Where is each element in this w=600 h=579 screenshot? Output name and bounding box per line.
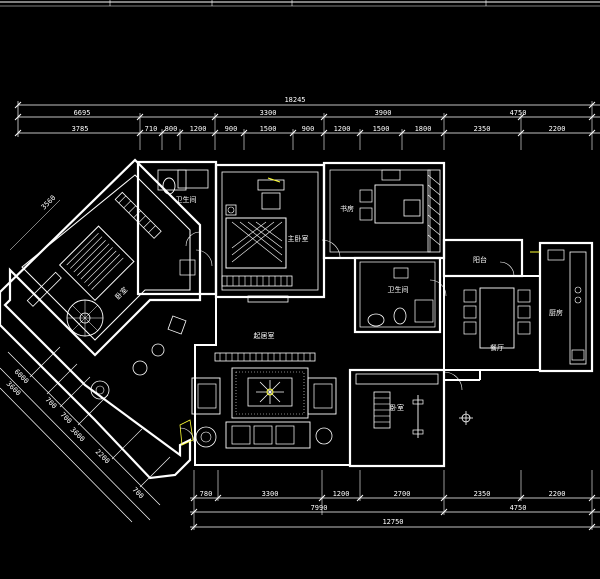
bottom-dim-l1-6: 2200	[549, 490, 566, 498]
top-dim-l2-3: 800	[165, 125, 178, 133]
room-dining: 餐厅	[443, 275, 541, 371]
bottom-dim-l1-4: 2700	[394, 490, 411, 498]
diag-dim-1: 6000	[13, 368, 31, 386]
title-strip	[0, 0, 600, 7]
label-dining: 餐厅	[490, 343, 504, 352]
room-bath-2: 卫生间	[353, 256, 442, 334]
top-dim-l1-2: 3300	[260, 109, 277, 117]
room-balcony: 阳台	[442, 238, 524, 278]
bottom-dim-l2-1: 7990	[311, 504, 328, 512]
top-dim-l2-10: 1800	[415, 125, 432, 133]
bottom-dim-l2-2: 4750	[510, 504, 527, 512]
top-dim-l2-1: 3785	[72, 125, 89, 133]
top-dim-l2-11: 2350	[474, 125, 491, 133]
label-bath-1: 卫生间	[176, 195, 197, 204]
top-dim-l2-12: 2200	[549, 125, 566, 133]
bottom-dim-l1-3: 1200	[333, 490, 350, 498]
label-bedroom-wing: 卧室	[113, 285, 129, 301]
label-study: 书房	[340, 204, 354, 213]
bottom-dim-l1-5: 2350	[474, 490, 491, 498]
rotated-bedroom-wing: 卧室	[0, 158, 202, 480]
room-study: 书房	[322, 161, 446, 260]
room-living: 起居室	[191, 297, 444, 466]
top-dim-l2-7: 900	[302, 125, 315, 133]
bottom-dim-l1-2: 3300	[262, 490, 279, 498]
diag-dim-2: 3600	[5, 380, 23, 398]
label-bath-2: 卫生间	[388, 285, 409, 294]
overall-bottom-dimension: 12750	[382, 518, 403, 526]
diag-dim-6: 2200	[94, 448, 112, 466]
label-kitchen: 厨房	[549, 308, 563, 317]
top-dim-l2-4: 1200	[190, 125, 207, 133]
top-dim-l1-1: 6695	[74, 109, 91, 117]
room-master-bedroom: 主卧室	[214, 163, 341, 303]
top-dim-l1-4: 4750	[510, 109, 527, 117]
label-living-room: 起居室	[254, 331, 275, 340]
top-dim-l2-2: 710	[145, 125, 158, 133]
label-master-bedroom: 主卧室	[288, 234, 309, 243]
room-kitchen: 厨房	[530, 241, 594, 373]
diag-dim-3: 700	[44, 396, 59, 411]
room-bath-1: 卫生间	[136, 160, 218, 296]
door-swings	[179, 249, 463, 443]
top-dim-l2-6: 1500	[260, 125, 277, 133]
top-dimension-chain: 18245 6695 3300 3900 4750 3785 710 800 1…	[14, 96, 600, 150]
diag-dim-upper: 3560	[40, 194, 58, 212]
top-dim-l2-5: 900	[225, 125, 238, 133]
room-bedroom: 卧室	[348, 368, 481, 468]
top-dim-l2-8: 1200	[334, 125, 351, 133]
label-bedroom: 卧室	[390, 403, 404, 412]
bottom-dimension-chain: 780 3300 1200 2700 2350 2200 7990 4750 1…	[190, 470, 600, 531]
label-balcony: 阳台	[473, 255, 487, 264]
bottom-dim-l1-1: 780	[200, 490, 213, 498]
diag-dim-4: 700	[59, 411, 74, 426]
overall-top-dimension: 18245	[284, 96, 305, 104]
top-dim-l1-3: 3900	[375, 109, 392, 117]
top-dim-l2-9: 1500	[373, 125, 390, 133]
